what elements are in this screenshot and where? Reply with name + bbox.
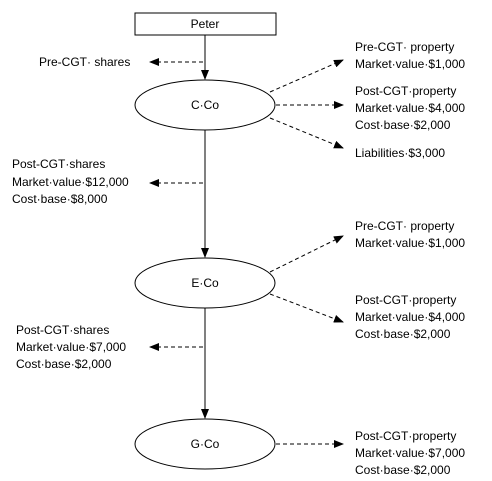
c-co-shares-line1: Post-CGT·shares [12,157,105,171]
c-co-label: C·Co [191,98,219,112]
g-co-post-cgt-line2: Market·value·$7,000 [355,446,465,460]
e-co-node: E·Co [134,257,276,309]
e-co-shares-line1: Post-CGT·shares [16,323,109,337]
g-co-node: G·Co [134,418,276,470]
peter-shares-label: Pre-CGT· shares [39,55,130,69]
e-co-pre-cgt-line2: Market·value·$1,000 [355,236,465,250]
e-co-post-cgt-line2: Market·value·$4,000 [355,310,465,324]
peter-shares-line1: Pre-CGT· shares [39,55,130,69]
e-co-shares-line3: Cost·base·$2,000 [16,357,112,371]
g-co-label: G·Co [191,437,220,451]
c-co-post-cgt-line3: Cost·base·$2,000 [355,118,451,132]
c-co-pre-cgt-line1: Pre-CGT· property [355,40,454,54]
c-co-pre-cgt-arrow [269,59,344,93]
c-co-liabilities-arrow [269,117,344,149]
e-co-pre-cgt-line1: Pre-CGT· property [355,219,454,233]
c-co-shares-line2: Market·value·$12,000 [12,175,129,189]
c-co-post-cgt-label: Post-CGT·property Market·value·$4,000 Co… [355,84,465,132]
c-co-node: C·Co [134,79,276,131]
e-co-pre-cgt-arrow [269,235,344,273]
c-co-pre-cgt-line2: Market·value·$1,000 [355,57,465,71]
peter-node: Peter [134,12,277,36]
e-co-post-cgt-line1: Post-CGT·property [355,293,456,307]
c-co-shares-line3: Cost·base·$8,000 [12,192,108,206]
g-co-post-cgt-line3: Cost·base·$2,000 [355,463,451,477]
e-co-shares-label: Post-CGT·shares Market·value·$7,000 Cost… [16,323,126,371]
c-co-pre-cgt-label: Pre-CGT· property Market·value·$1,000 [355,40,465,71]
c-co-liabilities-label: Liabilities·$3,000 [355,146,445,160]
e-co-shares-line2: Market·value·$7,000 [16,340,126,354]
c-co-post-cgt-line2: Market·value·$4,000 [355,101,465,115]
c-co-shares-label: Post-CGT·shares Market·value·$12,000 Cos… [12,157,129,206]
c-co-liabilities-line1: Liabilities·$3,000 [355,146,445,160]
e-co-post-cgt-label: Post-CGT·property Market·value·$4,000 Co… [355,293,465,341]
c-co-post-cgt-line1: Post-CGT·property [355,84,456,98]
peter-label: Peter [191,17,220,31]
g-co-post-cgt-label: Post-CGT·property Market·value·$7,000 Co… [355,429,465,477]
e-co-post-cgt-arrow [269,293,344,323]
g-co-ellipse [134,418,276,470]
e-co-post-cgt-line3: Cost·base·$2,000 [355,327,451,341]
e-co-label: E·Co [191,276,219,290]
g-co-post-cgt-line1: Post-CGT·property [355,429,456,443]
e-co-pre-cgt-label: Pre-CGT· property Market·value·$1,000 [355,219,465,250]
